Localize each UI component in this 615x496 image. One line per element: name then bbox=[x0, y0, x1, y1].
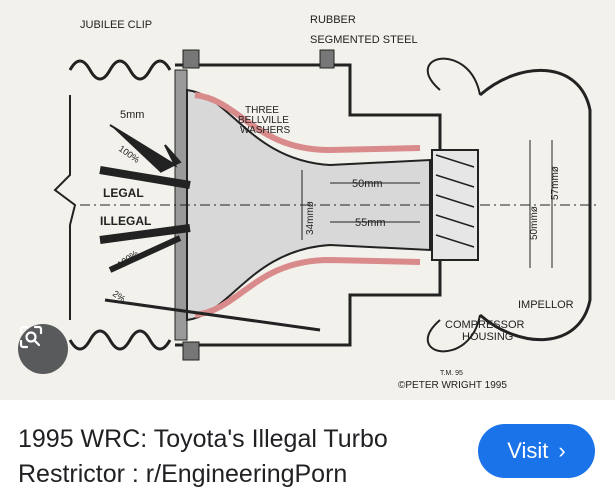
label-rubber: RUBBER bbox=[310, 14, 356, 26]
impellor-blades bbox=[435, 154, 475, 248]
hose-break-line bbox=[53, 95, 77, 320]
label-jubilee-clip: JUBILEE CLIP bbox=[80, 19, 152, 31]
impellor-body bbox=[431, 149, 479, 261]
label-5mm: 5mm bbox=[120, 109, 144, 121]
lens-icon bbox=[19, 325, 43, 349]
label-bellville: BELLVILLE bbox=[238, 115, 289, 126]
seal-top bbox=[194, 92, 421, 154]
label-57mm: 57mmø bbox=[550, 166, 561, 200]
label-impellor: IMPELLOR bbox=[518, 299, 574, 311]
seal-bottom bbox=[194, 256, 421, 318]
compressor-housing-outline bbox=[479, 68, 592, 342]
label-55mm: 55mm bbox=[355, 217, 386, 229]
flow-arrow-top bbox=[109, 124, 182, 173]
restrictor-housing-outline bbox=[175, 63, 442, 347]
hose-bottom-wave bbox=[68, 329, 172, 351]
hose-top-wave bbox=[68, 59, 172, 81]
visual-search-button[interactable] bbox=[18, 324, 68, 374]
jubilee-clip-top bbox=[182, 49, 200, 69]
caption-line-2: Restrictor : r/EngineeringPorn bbox=[18, 460, 348, 488]
label-washers: WASHERS bbox=[240, 125, 291, 136]
result-caption[interactable]: 1995 WRC: Toyota's Illegal Turbo Restric… bbox=[18, 422, 458, 492]
label-housing: HOUSING bbox=[462, 331, 513, 343]
legal-arrow bbox=[99, 166, 191, 189]
chevron-right-icon: › bbox=[558, 438, 566, 463]
result-image[interactable]: JUBILEE CLIP RUBBER SEGMENTED STEEL 5mm … bbox=[0, 0, 615, 400]
turbo-restrictor-diagram: JUBILEE CLIP RUBBER SEGMENTED STEEL 5mm … bbox=[53, 14, 600, 391]
label-three: THREE bbox=[245, 105, 279, 116]
label-segmented-steel: SEGMENTED STEEL bbox=[310, 34, 418, 46]
label-legal: LEGAL bbox=[103, 186, 144, 200]
leak-arrow bbox=[104, 298, 321, 332]
clip-right bbox=[319, 49, 335, 69]
visit-button[interactable]: Visit › bbox=[478, 424, 595, 478]
label-50mm-vert: 50mmø bbox=[529, 206, 540, 240]
label-100-bottom: 100% bbox=[115, 248, 140, 269]
label-illegal: ILLEGAL bbox=[100, 214, 151, 228]
label-50mm: 50mm bbox=[352, 178, 383, 190]
visit-label: Visit bbox=[507, 438, 549, 463]
label-tm: T.M. 95 bbox=[440, 370, 463, 377]
label-copyright: ©PETER WRIGHT 1995 bbox=[398, 380, 507, 391]
caption-line-1: 1995 WRC: Toyota's Illegal Turbo bbox=[18, 425, 388, 453]
label-compressor: COMPRESSOR bbox=[445, 319, 525, 331]
illegal-arrow bbox=[99, 224, 191, 244]
jubilee-clip-bottom bbox=[182, 341, 200, 361]
flow-arrow-bottom bbox=[108, 235, 182, 273]
compressor-scroll bbox=[426, 57, 481, 353]
label-34mm: 34mmø bbox=[305, 201, 316, 235]
